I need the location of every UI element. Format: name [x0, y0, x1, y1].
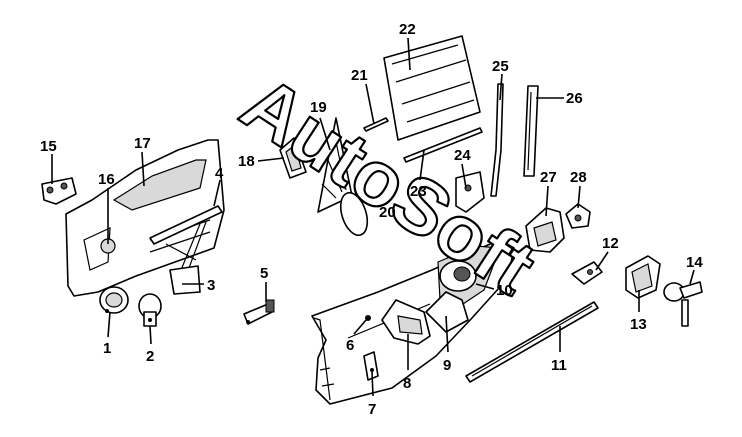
callout-1: 1 [103, 340, 111, 357]
part-crank-knob-1 [99, 286, 129, 314]
part-lock-clip-28 [565, 203, 591, 229]
part-window-regulator [149, 205, 223, 295]
leader-lines [51, 37, 695, 397]
callout-13: 13 [630, 316, 647, 333]
part-door-handle-8 [381, 299, 431, 345]
callout-9: 9 [443, 357, 451, 374]
part-bracket-15 [41, 177, 77, 205]
part-seal-ring [339, 191, 369, 237]
callout-7: 7 [368, 401, 376, 418]
callout-16: 16 [98, 171, 115, 188]
callout-15: 15 [40, 138, 57, 155]
callout-14: 14 [686, 254, 703, 271]
callout-8: 8 [403, 375, 411, 392]
callout-12: 12 [602, 235, 619, 252]
callout-5: 5 [260, 265, 268, 282]
callout-10: 10 [496, 282, 513, 299]
part-mirror-corner-trim [279, 137, 307, 179]
callout-28: 28 [570, 169, 587, 186]
part-rear-channel [523, 85, 539, 177]
part-armrest-9 [425, 291, 469, 333]
part-bolt-clip-5 [243, 299, 275, 325]
callout-23: 23 [410, 183, 427, 200]
callout-6: 6 [346, 337, 354, 354]
part-vent-window [317, 117, 353, 213]
callout-26: 26 [566, 90, 583, 107]
part-belt-molding [465, 301, 599, 383]
callout-25: 25 [492, 58, 509, 75]
callout-24: 24 [454, 147, 471, 164]
callout-20: 20 [379, 204, 396, 221]
callout-22: 22 [399, 21, 416, 38]
part-interior-trim-panel [65, 139, 225, 297]
callout-11: 11 [551, 357, 567, 374]
part-bracket-12 [571, 261, 603, 285]
callout-19: 19 [310, 99, 327, 116]
callout-4: 4 [215, 165, 224, 182]
part-latch-bracket-24 [455, 171, 485, 213]
callout-3: 3 [207, 277, 215, 294]
part-key-lock-14 [663, 281, 703, 327]
callout-17: 17 [134, 135, 151, 152]
callout-27: 27 [540, 169, 557, 186]
callout-labels: 1 2 3 4 5 6 7 8 9 10 11 12 13 14 15 16 1… [40, 21, 703, 418]
part-door-glass [383, 35, 481, 141]
part-handle-housing-13 [625, 255, 661, 299]
callout-18: 18 [238, 153, 255, 170]
part-glass-run-strip-upper [363, 117, 389, 132]
part-knob-2 [138, 293, 162, 327]
callout-21: 21 [351, 67, 368, 84]
part-clip-7 [363, 351, 379, 381]
part-guide-rod [490, 83, 504, 197]
callout-2: 2 [146, 348, 154, 365]
